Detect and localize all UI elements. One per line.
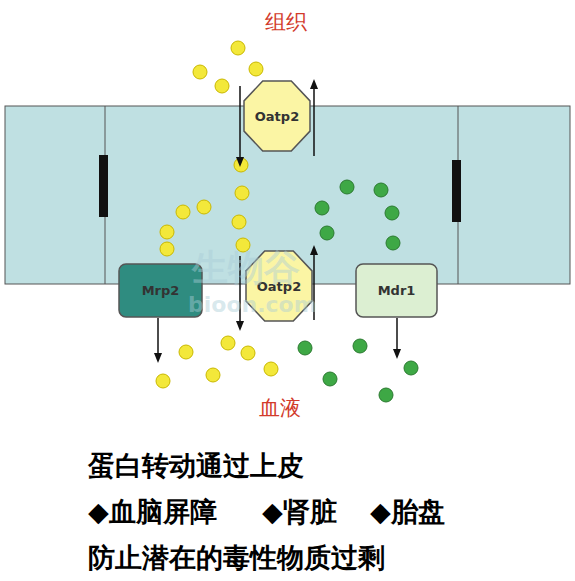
transporter-name: Mrp2 [142,283,180,298]
substrate-dot [215,79,229,93]
substrate-dot [231,41,245,55]
substrate-dot [160,242,174,256]
substrate-dot [232,215,246,229]
substrate-dot [320,226,334,240]
substrate-dot [197,200,211,214]
substrate-dot [298,341,312,355]
substrate-dot [249,62,263,76]
substrate-dot [385,206,399,220]
substrate-dot [193,65,207,79]
transporter-name: Mdr1 [378,283,416,298]
substrate-dot [160,225,174,239]
substrate-dot [264,362,278,376]
substrate-dot [206,368,220,382]
side-label: 血液 [259,394,301,422]
substrate-dot [235,186,249,200]
substrate-dot [176,205,190,219]
substrate-dot [179,345,193,359]
substrate-dot [353,339,367,353]
watermark: bioon.com [188,292,317,317]
transporter-box: Mdr1 [355,263,438,318]
substrate-dots [156,41,418,402]
tight-junction [99,155,108,217]
caption-line: 防止潜在的毒性物质过剩 [88,540,385,576]
substrate-dot [221,336,235,350]
transporter-name: Oatp2 [255,109,299,124]
bullet-item: ◆血脑屏障 [88,494,217,530]
substrate-dot [315,201,329,215]
substrate-dot [241,346,255,360]
tight-junction [452,160,461,222]
substrate-dot [234,158,248,172]
bullet-item: ◆肾脏 [262,494,337,530]
substrate-dot [374,183,388,197]
substrate-dot [379,388,393,402]
caption-line: 蛋白转动通过上皮 [88,448,304,484]
substrate-dot [323,372,337,386]
side-label: 组织 [265,8,307,36]
transporter-octagon: Oatp2 [243,80,311,152]
watermark: 生物谷 [192,244,300,293]
substrate-dot [340,180,354,194]
substrate-dot [156,374,170,388]
substrate-dot [386,236,400,250]
bullet-item: ◆胎盘 [370,494,445,530]
substrate-dot [404,361,418,375]
